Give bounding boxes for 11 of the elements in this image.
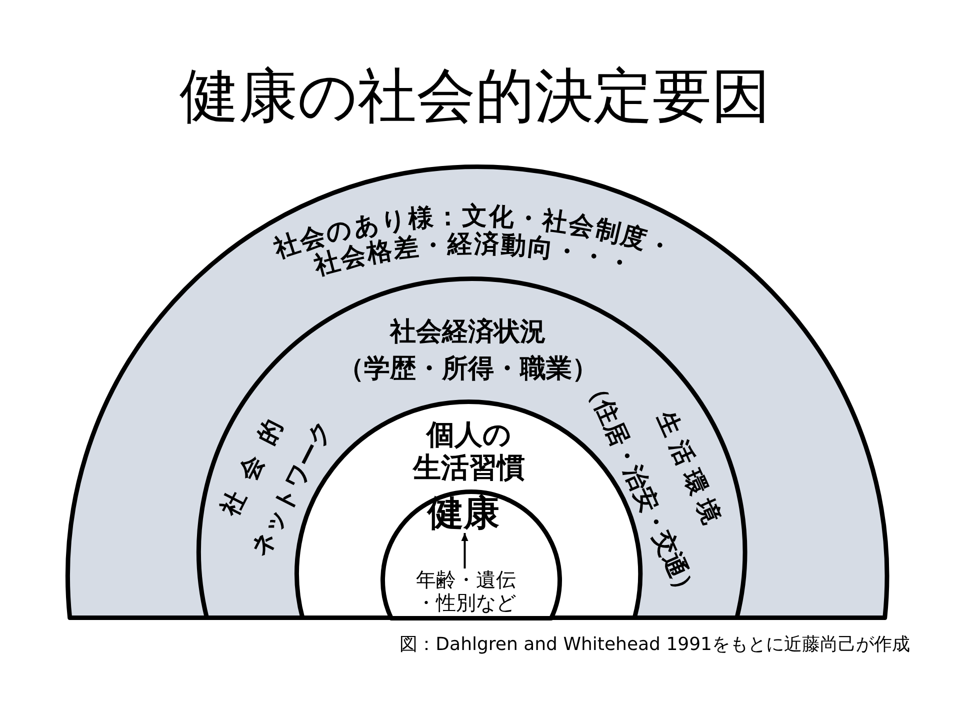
band-label: 個人の生活習慣 xyxy=(412,418,525,484)
rotated-label: 社会的ネットワーク xyxy=(214,399,339,562)
caption: 図：Dahlgren and Whitehead 1991をもとに近藤尚己が作成 xyxy=(400,634,910,656)
arc-label: 社会のあり様：文化・社会制度・社会格差・経済動向・・・ xyxy=(270,201,678,280)
middle-semicircle xyxy=(196,276,748,621)
factor-label: 年齢・遺伝・性別など xyxy=(416,568,516,614)
arrow xyxy=(461,533,468,568)
outer-semicircle xyxy=(65,164,890,621)
title: 健康の社会的決定要因 xyxy=(180,62,770,130)
center-semicircle xyxy=(380,488,563,621)
center-label: 健康 xyxy=(427,495,500,533)
